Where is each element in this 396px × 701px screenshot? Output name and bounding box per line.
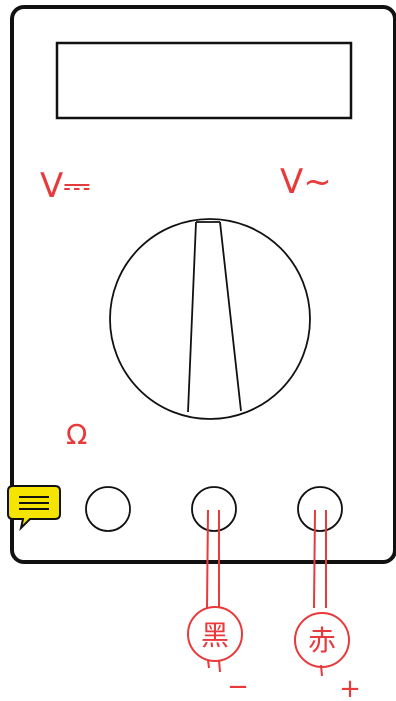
lcd-display — [57, 43, 351, 118]
ac-voltage-label: V~ — [280, 162, 332, 202]
red-port[interactable] — [298, 487, 342, 531]
dc-voltage-label: V⎓ — [40, 166, 90, 206]
dial-circle — [110, 219, 310, 419]
red-probe-polarity: + — [339, 674, 361, 701]
resistance-label: Ω — [66, 418, 87, 451]
black-probe-polarity: − — [227, 672, 249, 701]
black-port[interactable] — [192, 487, 236, 531]
red-probe-label: 赤 — [308, 624, 336, 657]
black-probe-label: 黑 — [201, 619, 229, 652]
ohm-port[interactable] — [86, 487, 130, 531]
rotary-dial[interactable] — [110, 219, 310, 419]
